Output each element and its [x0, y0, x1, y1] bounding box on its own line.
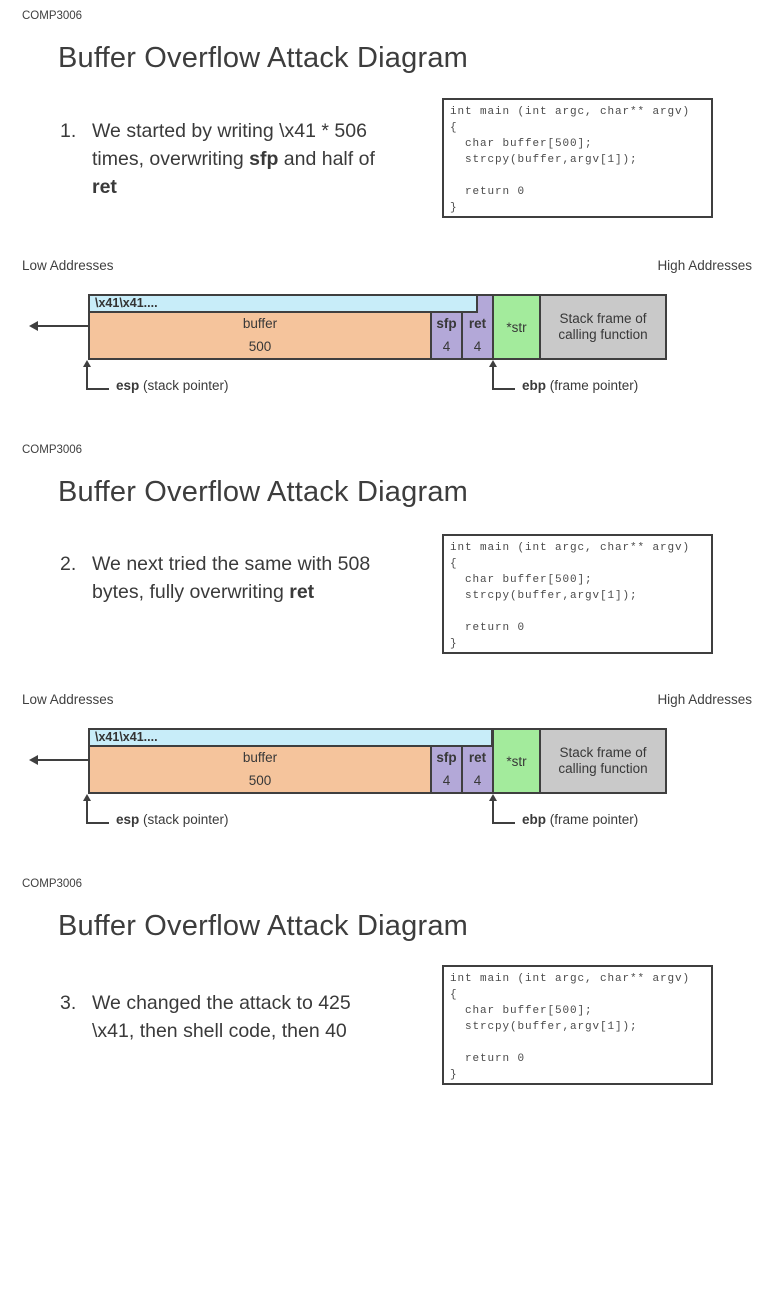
ebp-pointer-line [492, 798, 494, 824]
left-arrow-icon [29, 755, 38, 765]
ret-size: 4 [473, 339, 482, 354]
esp-pointer-line [86, 364, 88, 390]
up-arrow-icon [83, 360, 91, 367]
str-box: *str [492, 728, 541, 794]
sfp-size: 4 [442, 773, 451, 788]
slide-3: COMP3006 Buffer Overflow Attack Diagram … [0, 868, 768, 1302]
left-arrow-icon [29, 321, 38, 331]
stack-frame-line2: calling function [558, 327, 648, 342]
stack-frame-box: Stack frame of calling function [539, 728, 667, 794]
left-arrow [37, 325, 88, 327]
list-number: 3. [60, 992, 77, 1014]
list-number: 1. [60, 120, 77, 142]
buffer-size: 500 [248, 773, 272, 788]
stack-diagram: buffer 500 sfp 4 ret 4 *str Stack frame … [29, 294, 667, 393]
low-addresses-label: Low Addresses [22, 258, 114, 273]
stack-frame-box: Stack frame of calling function [539, 294, 667, 360]
stack-frame-line1: Stack frame of [559, 310, 647, 326]
ret-label: ret [468, 316, 487, 331]
overwrite-label: \x41\x41.... [95, 296, 158, 310]
overwrite-bar: \x41\x41.... [88, 728, 493, 747]
buffer-label: buffer [242, 316, 278, 331]
buffer-size: 500 [248, 339, 272, 354]
sfp-size: 4 [442, 339, 451, 354]
ebp-pointer-line [492, 822, 515, 824]
overwrite-label: \x41\x41.... [95, 730, 158, 744]
code-block: int main (int argc, char** argv) { char … [442, 534, 713, 654]
stack-frame-line2: calling function [558, 761, 648, 776]
esp-pointer-line [86, 798, 88, 824]
list-number: 2. [60, 553, 77, 575]
esp-label: esp (stack pointer) [116, 812, 229, 827]
ebp-pointer-line [492, 364, 494, 390]
high-addresses-label: High Addresses [657, 692, 752, 707]
sfp-label: sfp [436, 316, 457, 331]
esp-pointer-line [86, 822, 109, 824]
high-addresses-label: High Addresses [657, 258, 752, 273]
course-code: COMP3006 [22, 444, 83, 456]
str-label: *str [506, 753, 527, 769]
ret-label: ret [468, 750, 487, 765]
up-arrow-icon [489, 360, 497, 367]
str-label: *str [506, 319, 527, 335]
low-addresses-label: Low Addresses [22, 692, 114, 707]
slide-1: COMP3006 Buffer Overflow Attack Diagram … [0, 0, 768, 434]
course-code: COMP3006 [22, 878, 83, 890]
overwrite-bar: \x41\x41.... [88, 294, 478, 313]
ebp-pointer-line [492, 388, 515, 390]
esp-pointer-line [86, 388, 109, 390]
ebp-label: ebp (frame pointer) [522, 812, 639, 827]
ebp-label: ebp (frame pointer) [522, 378, 639, 393]
page-title: Buffer Overflow Attack Diagram [58, 910, 469, 942]
code-block: int main (int argc, char** argv) { char … [442, 98, 713, 218]
slide-2: COMP3006 Buffer Overflow Attack Diagram … [0, 434, 768, 868]
page-title: Buffer Overflow Attack Diagram [58, 476, 469, 508]
buffer-label: buffer [242, 750, 278, 765]
page-title: Buffer Overflow Attack Diagram [58, 42, 469, 74]
list-text: We changed the attack to 425\x41, then s… [92, 992, 351, 1042]
up-arrow-icon [83, 794, 91, 801]
stack-diagram: buffer 500 sfp 4 ret 4 *str Stack frame … [29, 728, 667, 827]
left-arrow [37, 759, 88, 761]
up-arrow-icon [489, 794, 497, 801]
esp-label: esp (stack pointer) [116, 378, 229, 393]
ret-size: 4 [473, 773, 482, 788]
stack-frame-line1: Stack frame of [559, 744, 647, 760]
list-item: 3. We changed the attack to 425\x41, the… [60, 989, 351, 1045]
course-code: COMP3006 [22, 10, 83, 22]
sfp-label: sfp [436, 750, 457, 765]
code-block: int main (int argc, char** argv) { char … [442, 965, 713, 1085]
str-box: *str [492, 294, 541, 360]
